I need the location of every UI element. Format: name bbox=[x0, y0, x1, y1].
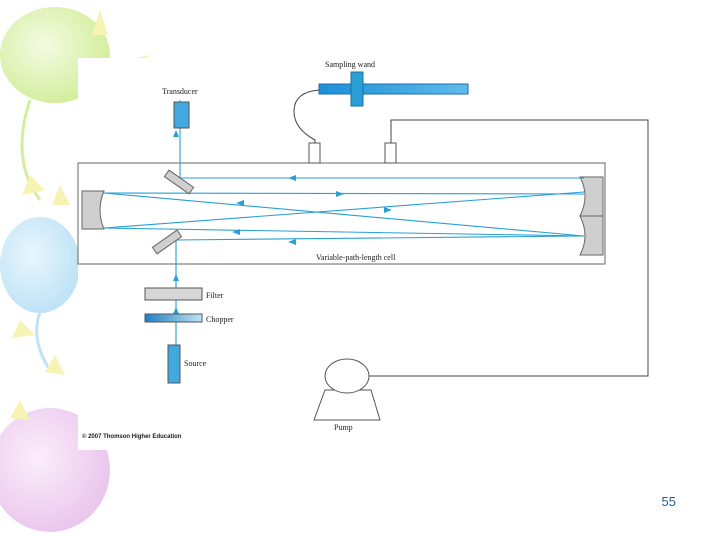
source bbox=[167, 344, 181, 384]
page-number: 55 bbox=[661, 494, 676, 509]
pump-label: Pump bbox=[334, 423, 353, 432]
beam-arrows bbox=[173, 130, 392, 314]
outlet-port bbox=[384, 142, 397, 164]
beam-paths bbox=[103, 100, 585, 383]
sampling-wand-handle bbox=[350, 71, 364, 107]
filter bbox=[144, 287, 203, 301]
transducer bbox=[173, 101, 190, 129]
transducer-label: Transducer bbox=[162, 87, 198, 96]
filter-label: Filter bbox=[206, 291, 224, 300]
pump bbox=[313, 358, 381, 421]
sampling-wand-label: Sampling wand bbox=[325, 60, 375, 69]
inlet-port bbox=[308, 142, 321, 164]
left-concave-mirror bbox=[81, 190, 105, 230]
upper-steering-mirror bbox=[163, 169, 195, 195]
lower-steering-mirror bbox=[151, 229, 183, 255]
right-mirror-bottom bbox=[579, 215, 604, 256]
cell-label: Variable-path-length cell bbox=[316, 253, 396, 262]
sampling-hose bbox=[293, 89, 320, 143]
pump-return-line bbox=[368, 119, 649, 377]
copyright-text: © 2007 Thomson Higher Education bbox=[82, 433, 182, 440]
chopper bbox=[144, 313, 203, 323]
blue-balloon bbox=[0, 217, 80, 371]
sampling-wand-tube bbox=[318, 83, 469, 95]
source-label: Source bbox=[184, 359, 207, 368]
chopper-label: Chopper bbox=[206, 315, 234, 324]
